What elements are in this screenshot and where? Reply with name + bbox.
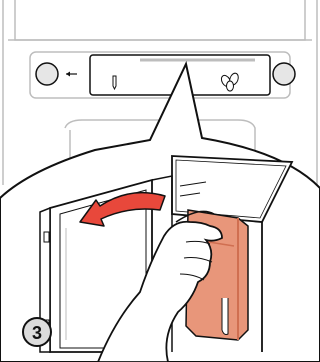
- step-badge: 3: [23, 318, 51, 346]
- round-button-icon: [273, 63, 295, 85]
- water-drop-icon: [113, 76, 116, 89]
- step-number: 3: [32, 323, 42, 343]
- arrow-left-icon: [66, 72, 77, 77]
- round-button-icon: [36, 63, 58, 85]
- control-panel: [30, 52, 295, 98]
